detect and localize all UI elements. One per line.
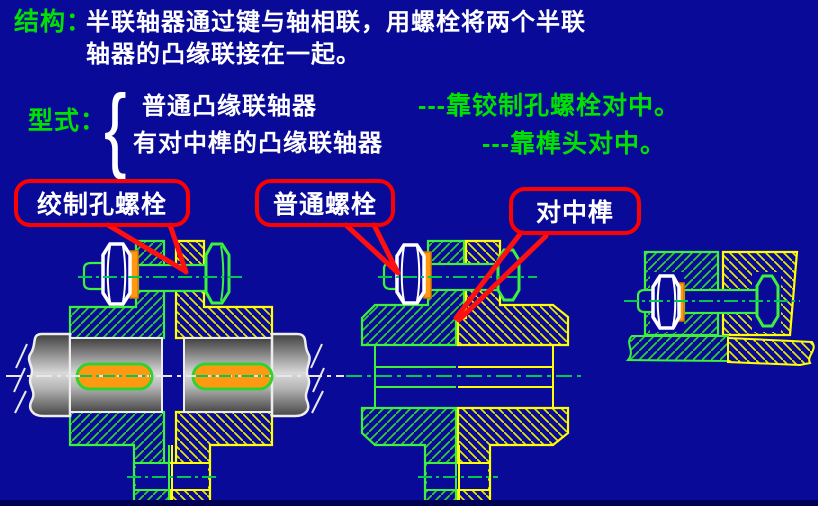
type-option-1-note: ---靠铰制孔螺栓对中。 <box>418 92 680 120</box>
diagram-bolt-joint-detail <box>624 250 815 367</box>
callout-reamed-hole-bolt: 绞制孔螺栓 <box>14 179 190 227</box>
callout-leader-lines <box>105 222 549 323</box>
types-brace: { <box>104 75 127 180</box>
structure-text-line1: 半联轴器通过键与轴相联，用螺栓将两个半联 <box>86 9 586 36</box>
slide-bottom-bar <box>0 500 818 506</box>
callout-plain-bolt: 普通螺栓 <box>255 179 395 227</box>
detail-bolt <box>624 274 800 330</box>
structure-label: 结构： <box>14 8 93 36</box>
type-option-2: 有对中榫的凸缘联轴器 <box>133 130 383 157</box>
callout-centering-spigot: 对中榫 <box>509 187 641 235</box>
diagram-flange-coupling-spigot <box>346 239 584 506</box>
types-label: 型式： <box>28 107 107 135</box>
diagram-flange-coupling-left <box>6 239 344 506</box>
structure-text-line2: 轴器的凸缘联接在一起。 <box>86 41 361 68</box>
type-option-2-note: ---靠榫头对中。 <box>482 130 666 158</box>
type-option-1: 普通凸缘联轴器 <box>142 93 317 120</box>
reamed-hole-bolt <box>78 242 244 306</box>
